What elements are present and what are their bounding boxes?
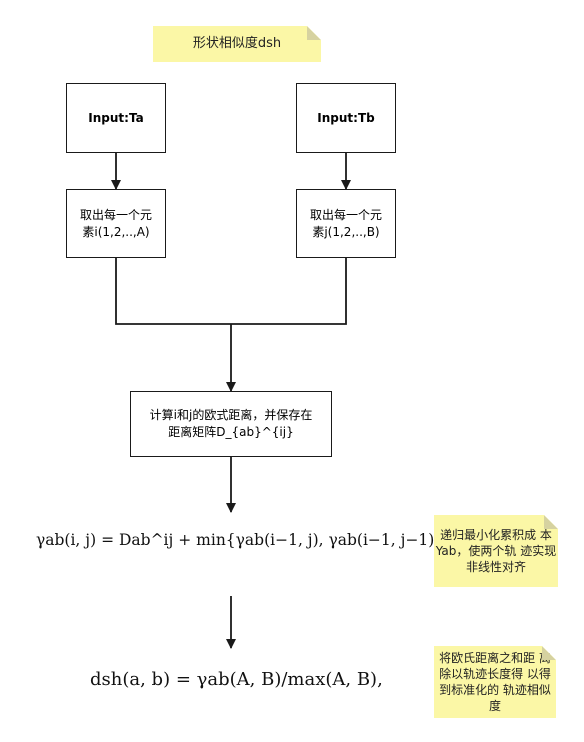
input-a-label: Input:Ta — [88, 110, 144, 125]
merge-connector — [115, 258, 347, 325]
compute-node: 计算i和j的欧式距离，并保存在 距离矩阵D_{ab}^{ij} — [130, 391, 332, 457]
extract-a-line2: 素i(1,2,..,A) — [82, 224, 150, 239]
recurrence-formula: γab(i, j) = Dab^ij + min{γab(i−1, j), γa… — [36, 531, 542, 549]
compute-line1: 计算i和j的欧式距离，并保存在 — [149, 408, 313, 422]
recurrence-note: 递归最小化累积成 本Yab，使两个轨 迹实现非线性对齐 — [434, 515, 558, 587]
recurrence-note-line3: 迹实现非线性对齐 — [465, 544, 557, 574]
title-note-text: 形状相似度dsh — [192, 36, 282, 51]
dsh-note-line3: 以得到标准化的 — [439, 667, 551, 697]
extract-b-line2: 素j(1,2,..,B) — [312, 224, 380, 239]
dsh-note-line1: 将欧氏距离之和距 — [439, 651, 536, 665]
recurrence-note-line2: 本Yab，使两个轨 — [435, 528, 552, 558]
extract-a-line1: 取出每一个元 — [79, 207, 152, 222]
input-b-node: Input:Tb — [296, 83, 396, 153]
input-b-label: Input:Tb — [317, 110, 375, 125]
extract-b-node: 取出每一个元 素j(1,2,..,B) — [296, 189, 396, 258]
compute-line2: 距离矩阵D_{ab}^{ij} — [168, 425, 294, 439]
dsh-note: 将欧氏距离之和距 离除以轨迹长度得 以得到标准化的 轨迹相似度 — [434, 646, 556, 718]
input-a-node: Input:Ta — [66, 83, 166, 153]
dsh-formula: dsh(a, b) = γab(A, B)/max(A, B), — [90, 669, 383, 690]
extract-a-node: 取出每一个元 素i(1,2,..,A) — [66, 189, 166, 258]
recurrence-formula-text: γab(i, j) = Dab^ij + min{γab(i−1, j), γa… — [36, 531, 542, 549]
dsh-note-line4: 轨迹相似度 — [488, 683, 551, 713]
extract-b-line1: 取出每一个元 — [309, 207, 382, 222]
recurrence-note-line1: 递归最小化累积成 — [440, 528, 537, 542]
title-note: 形状相似度dsh — [153, 26, 321, 62]
dsh-formula-text: dsh(a, b) = γab(A, B)/max(A, B), — [90, 669, 383, 690]
